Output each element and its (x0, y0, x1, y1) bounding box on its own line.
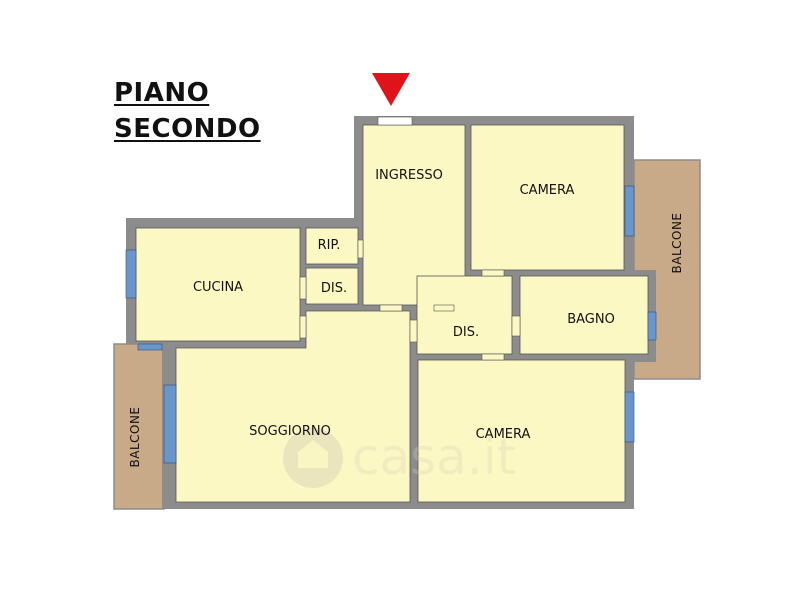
entrance-marker-icon (372, 73, 410, 106)
balcony-left (113, 343, 165, 510)
room-dis-center (416, 275, 513, 355)
room-bagno (519, 275, 649, 355)
doors (299, 116, 521, 361)
label-balcone-left: BALCONE (128, 406, 142, 467)
watermark-text: casa.it (352, 428, 516, 486)
room-rip (305, 227, 359, 265)
label-camera-bottom: CAMERA (476, 427, 531, 442)
room-cucina (135, 227, 301, 342)
label-rip: RIP. (318, 238, 341, 253)
label-dis-left: DIS. (321, 281, 347, 296)
room-camera-top (470, 124, 625, 271)
windows (125, 185, 657, 464)
floor-title-line-1: PIANO (114, 78, 210, 108)
label-camera-top: CAMERA (520, 183, 575, 198)
label-ingresso: INGRESSO (375, 168, 443, 183)
label-dis-center: DIS. (453, 325, 479, 340)
label-bagno: BAGNO (567, 312, 615, 327)
room-camera-bottom (417, 359, 626, 503)
watermark-logo-icon (283, 428, 343, 488)
label-balcone-right: BALCONE (670, 212, 684, 273)
room-ingresso (362, 124, 466, 306)
floor-title-line-2: SECONDO (114, 114, 261, 144)
label-soggiorno: SOGGIORNO (249, 424, 331, 439)
room-soggiorno (175, 310, 411, 503)
label-cucina: CUCINA (193, 280, 243, 295)
watermark: casa.it (283, 428, 516, 488)
